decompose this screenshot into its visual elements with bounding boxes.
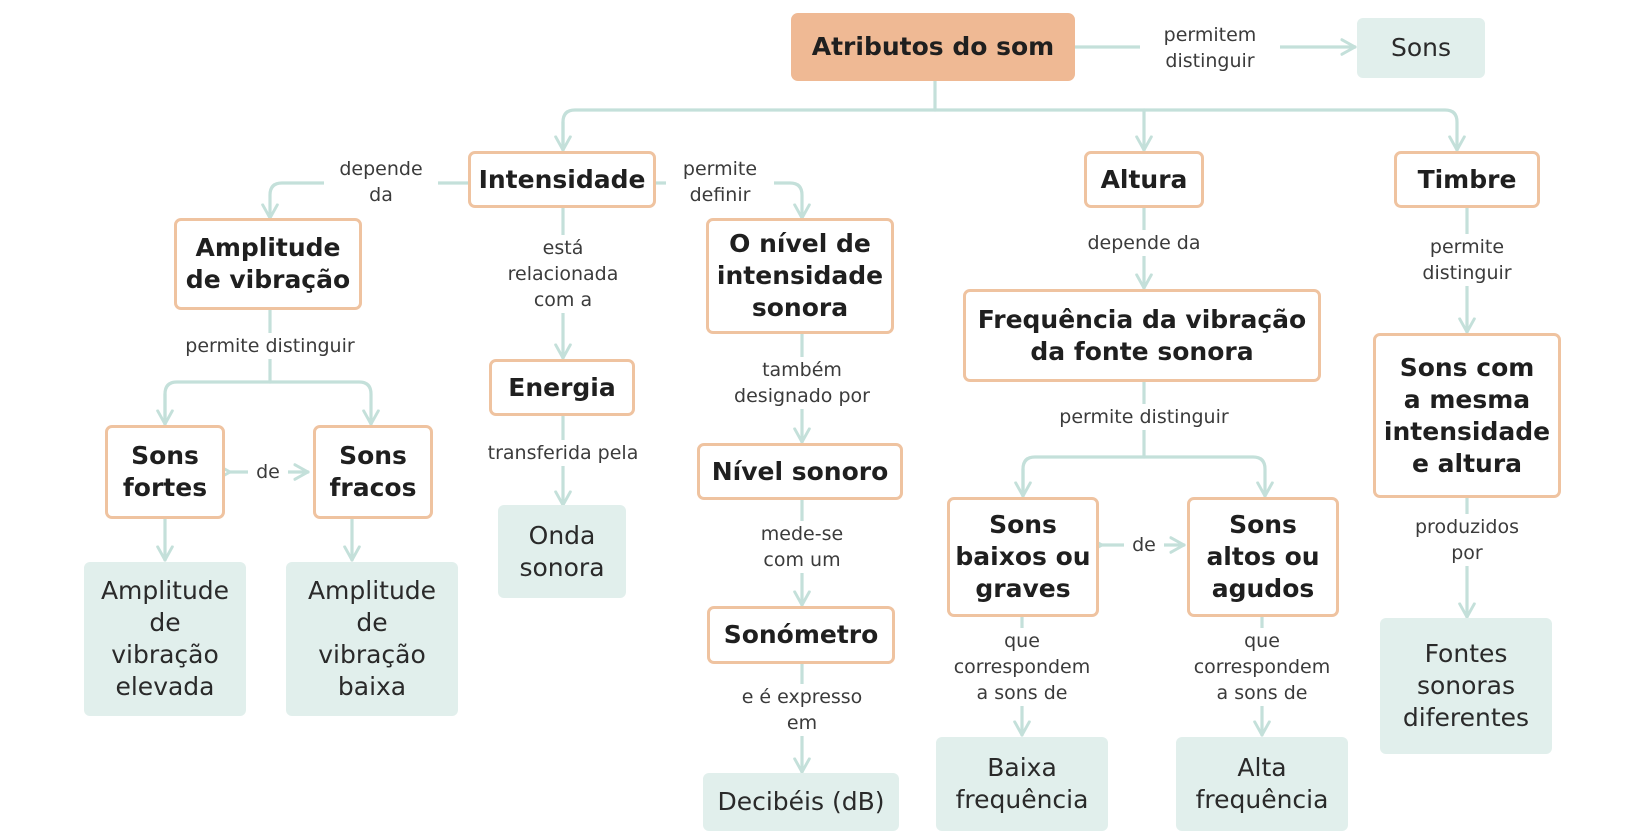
link-branch-timbre (933, 108, 1466, 152)
label-depende-da-amplitude: depende da (324, 156, 438, 208)
node-alta-freq: Alta frequência (1176, 737, 1348, 831)
node-sons-altos: Sons altos ou agudos (1187, 497, 1339, 617)
node-sons-mesma: Sons com a mesma intensidade e altura (1373, 333, 1561, 498)
node-sons: Sons (1357, 18, 1485, 78)
node-decibeis: Decibéis (dB) (703, 773, 899, 831)
label-que-correspondem-altos: que correspondem a sons de (1177, 628, 1347, 706)
node-amp-baixa: Amplitude de vibração baixa (286, 562, 458, 716)
label-permite-distinguir-frequencia: permite distinguir (1042, 404, 1246, 430)
label-depende-da-altura: depende da (1069, 230, 1219, 256)
label-esta-relacionada: está relacionada com a (488, 235, 638, 313)
node-intensidade: Intensidade (468, 151, 656, 208)
link-frequencia-altos (1142, 455, 1274, 498)
node-frequencia: Frequência da vibração da fonte sonora (963, 289, 1321, 382)
node-onda: Onda sonora (498, 505, 626, 598)
node-sons-baixos: Sons baixos ou graves (947, 497, 1099, 617)
node-baixa-freq: Baixa frequência (936, 737, 1108, 831)
label-tambem-designado: também designado por (712, 357, 892, 409)
link-atributos-branches (561, 76, 937, 152)
node-sons-fracos: Sons fracos (313, 425, 433, 519)
link-intensidade-nivel (654, 181, 811, 220)
node-sons-fortes: Sons fortes (105, 425, 225, 519)
label-produzidos-por: produzidos por (1402, 514, 1532, 566)
label-permite-distinguir-amplitude: permite distinguir (168, 333, 372, 359)
link-frequencia-split (1021, 380, 1146, 498)
label-de-fortes-fracos: de (248, 459, 288, 485)
node-altura: Altura (1084, 151, 1204, 208)
node-timbre: Timbre (1394, 151, 1540, 208)
link-amplitude-fracos (268, 380, 380, 426)
label-permite-definir: permite definir (666, 156, 774, 208)
label-transferida-pela: transferida pela (466, 440, 660, 466)
label-mede-se: mede-se com um (737, 521, 867, 573)
node-sonometro: Sonómetro (707, 606, 895, 664)
label-permitem-distinguir: permitem distinguir (1140, 22, 1280, 74)
link-intensidade-amplitude (261, 181, 472, 220)
link-amplitude-split (163, 308, 272, 426)
node-nivel-sonoro: Nível sonoro (697, 443, 903, 500)
label-que-correspondem-baixos: que correspondem a sons de (937, 628, 1107, 706)
node-fontes: Fontes sonoras diferentes (1380, 618, 1552, 754)
node-atributos: Atributos do som (791, 13, 1075, 81)
node-energia: Energia (489, 359, 635, 416)
node-nivel-intensidade: O nível de intensidade sonora (706, 218, 894, 334)
label-de-baixos-altos: de (1124, 532, 1164, 558)
node-amp-elevada: Amplitude de vibração elevada (84, 562, 246, 716)
label-expresso-em: e é expresso em (717, 684, 887, 736)
label-permite-distinguir-timbre: permite distinguir (1412, 234, 1522, 286)
node-amplitude: Amplitude de vibração (174, 218, 362, 310)
